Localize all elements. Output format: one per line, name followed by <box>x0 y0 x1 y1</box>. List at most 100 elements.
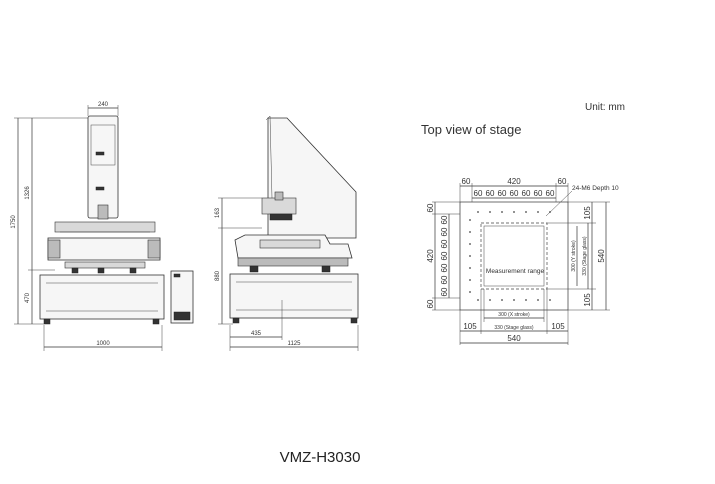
tapped-hole <box>477 211 479 213</box>
y-glass-dim: 330 (Stage glass) <box>582 236 588 276</box>
tapped-hole <box>537 299 539 301</box>
spacing-dim-7: 60 <box>546 189 555 198</box>
front-top-width: 240 <box>98 102 109 108</box>
right-total-dim: 540 <box>597 249 606 263</box>
tapped-hole <box>513 211 515 213</box>
bottom-dim-right: 105 <box>551 322 565 331</box>
tapped-hole <box>549 299 551 301</box>
spacing-dim-5: 60 <box>522 189 531 198</box>
side-stage-base <box>237 257 349 267</box>
tapped-hole <box>513 299 515 301</box>
side-head-cap <box>274 191 284 201</box>
side-foot-2 <box>321 265 331 273</box>
brand-plate <box>95 151 105 156</box>
spacing-dim-4: 60 <box>510 189 519 198</box>
table <box>39 274 165 320</box>
side-foot-1 <box>249 265 259 273</box>
spacing-dim-1: 60 <box>474 189 483 198</box>
hole-grid <box>469 211 551 301</box>
stage-title: Top view of stage <box>421 122 521 137</box>
stage-right-block <box>147 239 161 259</box>
thread-leader <box>545 190 573 217</box>
stage-top <box>54 221 156 233</box>
front-view: 240 1750 1326 470 1000 <box>11 102 194 351</box>
stage-left-block <box>47 239 61 259</box>
bottom-dim-left: 105 <box>463 322 477 331</box>
controller-vent <box>173 311 191 321</box>
left-inner-dim-1: 60 <box>440 215 449 224</box>
front-base-width: 1000 <box>96 341 110 347</box>
tapped-hole <box>489 299 491 301</box>
table-foot-right <box>152 318 160 325</box>
left-outer-dim-bottom: 60 <box>426 299 435 308</box>
top-dim-right: 60 <box>558 177 567 186</box>
right-dim-bottom: 105 <box>583 293 592 307</box>
left-inner-dim-4: 60 <box>440 251 449 260</box>
y-stroke-dim: 300 (Y stroke) <box>571 240 577 272</box>
controller-label <box>173 273 181 278</box>
x-stroke-dim: 300 (X stroke) <box>498 312 530 318</box>
tapped-hole <box>477 299 479 301</box>
tapped-hole <box>501 299 503 301</box>
side-table <box>229 273 359 319</box>
tapped-hole <box>469 255 471 257</box>
right-dim-top: 105 <box>583 206 592 220</box>
tapped-hole <box>469 243 471 245</box>
objective-lens <box>97 204 109 220</box>
stage-base <box>64 261 146 269</box>
side-arm-edge <box>265 115 273 199</box>
spacing-dim-6: 60 <box>534 189 543 198</box>
front-upper-height: 1326 <box>25 186 31 200</box>
controller-box <box>170 270 194 324</box>
spacing-dim-3: 60 <box>498 189 507 198</box>
side-table-foot-left <box>232 317 240 324</box>
tapped-hole <box>469 219 471 221</box>
side-depth-total: 1125 <box>288 341 302 347</box>
measurement-range-box <box>483 225 545 287</box>
bottom-total-dim: 540 <box>507 334 521 343</box>
tapped-hole <box>525 299 527 301</box>
tapped-hole <box>469 267 471 269</box>
tapped-hole <box>489 211 491 213</box>
stage-body <box>47 237 161 261</box>
model-caption: VMZ-H3030 <box>279 449 361 466</box>
tapped-hole <box>537 211 539 213</box>
left-inner-dim-5: 60 <box>440 263 449 272</box>
side-head-block <box>261 197 297 215</box>
left-inner-dim-3: 60 <box>440 239 449 248</box>
top-dim-center: 420 <box>507 177 521 186</box>
side-height-dim: 880 <box>215 270 221 281</box>
stage-top-view: Measurement range 60 420 60 60 60 60 60 … <box>426 177 619 345</box>
thread-note: 24-M6 Depth 10 <box>572 185 619 192</box>
tapped-hole <box>469 279 471 281</box>
side-upper-dim: 163 <box>215 207 221 218</box>
stage-glass-outline <box>480 222 548 290</box>
left-inner-dim-2: 60 <box>440 227 449 236</box>
front-lower-height: 470 <box>25 292 31 303</box>
foot-3 <box>129 267 137 274</box>
foot-1 <box>71 267 79 274</box>
measurement-range-label: Measurement range <box>486 268 545 275</box>
tapped-hole <box>469 231 471 233</box>
tapped-hole <box>469 291 471 293</box>
unit-label: Unit: mm <box>585 102 625 113</box>
side-depth-partial: 435 <box>251 331 262 337</box>
left-outer-dim-top: 60 <box>426 203 435 212</box>
tapped-hole <box>525 211 527 213</box>
left-outer-dim-center: 420 <box>426 249 435 263</box>
side-objective <box>269 213 293 221</box>
foot-2 <box>97 267 105 274</box>
spacing-dim-2: 60 <box>486 189 495 198</box>
head-column <box>87 115 119 219</box>
side-table-foot-right <box>350 317 358 324</box>
left-inner-dim-6: 60 <box>440 275 449 284</box>
side-stage-plate <box>259 239 321 249</box>
tapped-hole <box>501 211 503 213</box>
left-inner-dim-7: 60 <box>440 287 449 296</box>
top-dim-left: 60 <box>462 177 471 186</box>
bottom-dim-glass: 330 (Stage glass) <box>494 325 534 331</box>
table-foot-left <box>43 318 51 325</box>
stage-outline <box>459 201 569 311</box>
head-panel <box>90 124 116 166</box>
